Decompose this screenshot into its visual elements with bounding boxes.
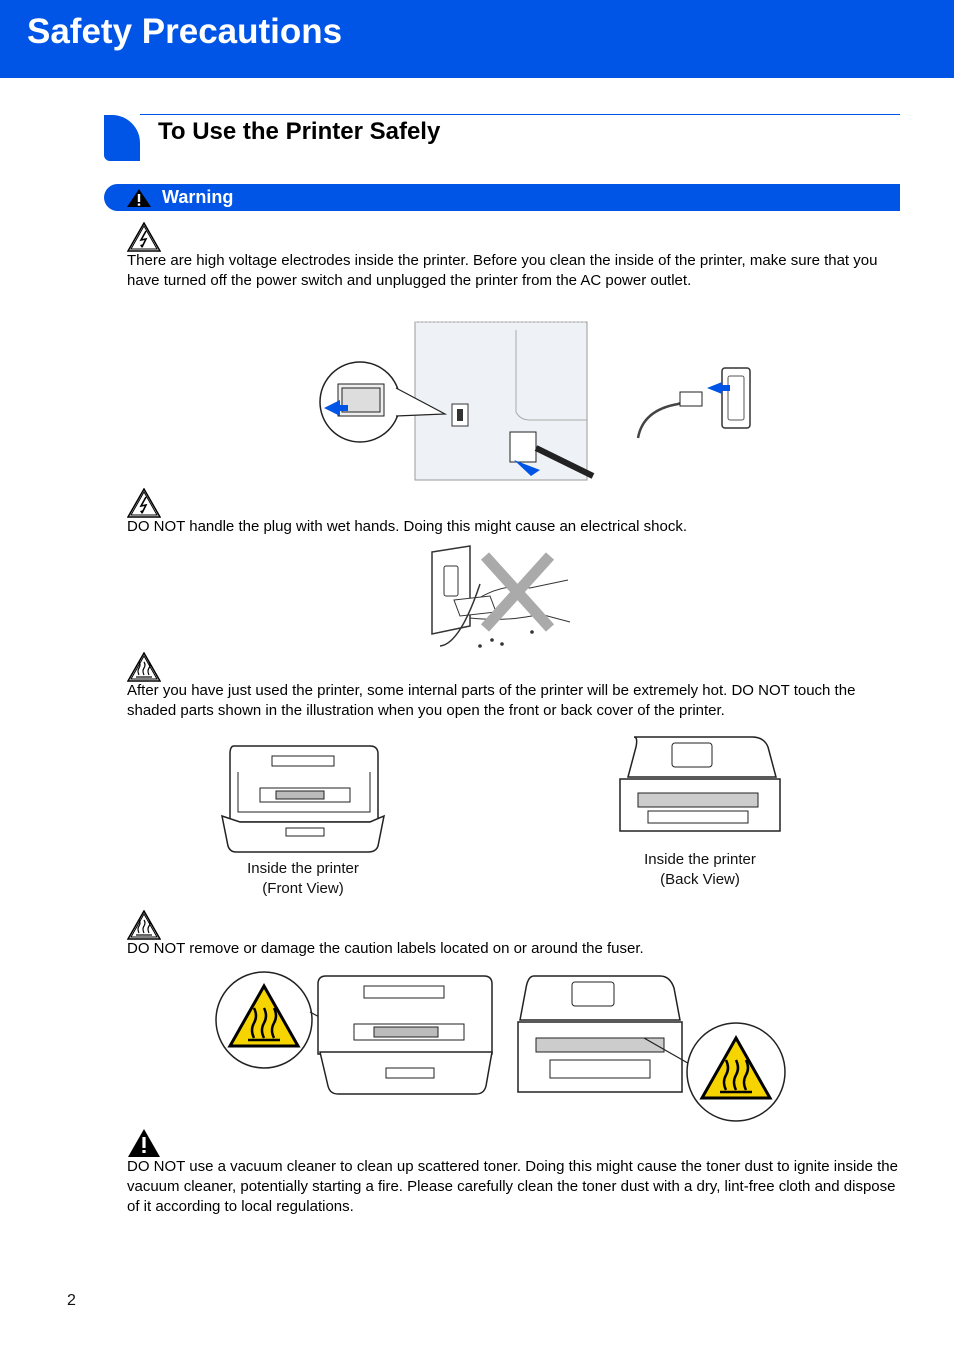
caption-back-line-2: (Back View) [660, 871, 740, 888]
warning-icon [128, 1129, 160, 1157]
section-title: To Use the Printer Safely [158, 118, 441, 145]
safety-text-4: DO NOT remove or damage the caution labe… [127, 940, 644, 957]
warning-label: Warning [162, 187, 234, 207]
hot-surface-icon [127, 910, 161, 940]
caption-back-line-1: Inside the printer [644, 851, 756, 868]
electrical-shock-icon [127, 222, 161, 252]
safety-text-3: After you have just used the printer, so… [127, 682, 856, 719]
caption-back-view: Inside the printer (Back View) [610, 850, 790, 890]
safety-text-1: There are high voltage electrodes inside… [127, 252, 878, 289]
page-title: Safety Precautions [27, 12, 343, 51]
hot-surface-icon [127, 652, 161, 682]
safety-text-2: DO NOT handle the plug with wet hands. D… [127, 518, 688, 535]
caption-front-line-2: (Front View) [262, 880, 344, 897]
warning-bar: Warning [104, 184, 900, 211]
section-marker [104, 115, 140, 161]
printer-front-view-illustration [221, 745, 386, 853]
printer-back-view-illustration [619, 736, 781, 832]
page-number: 2 [67, 1292, 76, 1309]
caption-front-view: Inside the printer (Front View) [213, 859, 393, 899]
safety-text-5: DO NOT use a vacuum cleaner to clean up … [127, 1158, 898, 1215]
wet-hands-plug-illustration [431, 545, 571, 648]
unplug-printer-illustration [319, 321, 751, 481]
fuser-caution-labels-illustration [215, 971, 786, 1122]
header-bar: Safety Precautions [0, 0, 954, 78]
electrical-shock-icon [127, 488, 161, 518]
caption-front-line-1: Inside the printer [247, 860, 359, 877]
section-rule [140, 114, 900, 115]
warning-icon [127, 189, 151, 207]
